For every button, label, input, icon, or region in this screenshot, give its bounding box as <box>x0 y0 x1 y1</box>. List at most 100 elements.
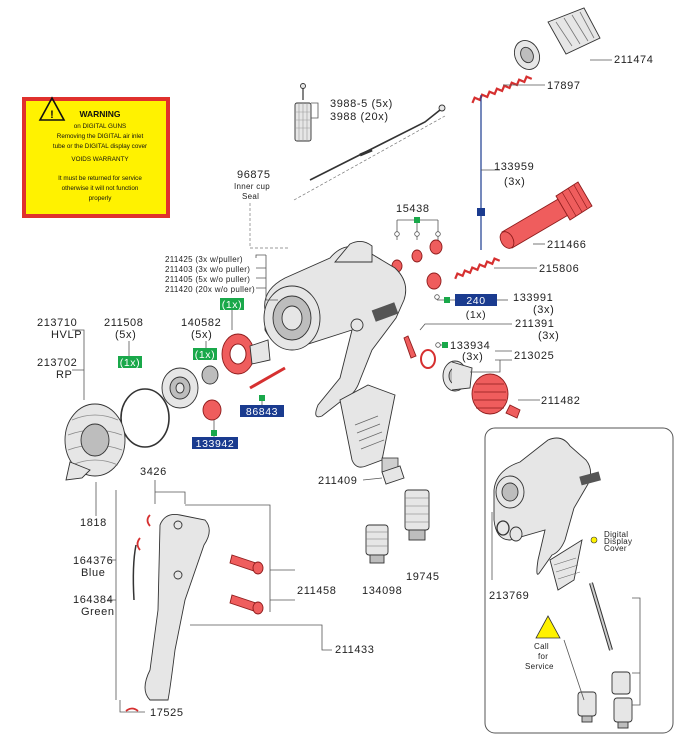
badge-211508-1x: (1x) <box>118 356 142 369</box>
label-211405: 211405 (5x w/o puller) <box>165 275 250 284</box>
label-164384: 164384 <box>73 594 113 606</box>
label-211409: 211409 <box>318 475 358 487</box>
label-133991-qty: (3x) <box>533 304 554 316</box>
label-211474: 211474 <box>614 54 654 66</box>
part-17897-spring <box>471 75 533 104</box>
badge-86843: 86843 <box>240 405 284 418</box>
label-19745: 19745 <box>406 571 440 583</box>
label-164384-green: Green <box>81 606 115 618</box>
warning-line-6: otherwise it will not function <box>62 185 139 192</box>
label-211508: 211508 <box>104 317 144 329</box>
warning-title: WARNING <box>79 109 120 119</box>
part-211474-adjustment-knob <box>513 7 601 70</box>
label-213710-hvlp: HVLP <box>51 329 82 341</box>
label-211420: 211420 (20x w/o puller) <box>165 285 255 294</box>
badge-133942: 133942 <box>192 437 238 450</box>
label-digital-cover-2: Display <box>604 537 632 546</box>
label-133934-qty: (3x) <box>462 351 483 363</box>
part-aircap <box>120 367 199 448</box>
label-211508-qty: (5x) <box>115 329 136 341</box>
badge-86843-text: 86843 <box>246 406 278 418</box>
label-133991: 133991 <box>513 292 553 304</box>
label-134098: 134098 <box>362 585 402 597</box>
warning-line-3: tube or the DIGITAL display cover <box>53 143 147 150</box>
badge-211508-1x-text: (1x) <box>120 357 140 369</box>
label-96875: 96875 <box>237 169 271 181</box>
part-valve-seal <box>426 272 442 290</box>
label-211433: 211433 <box>335 644 375 656</box>
label-96875-seal: Seal <box>242 192 259 201</box>
label-133959: 133959 <box>494 161 534 173</box>
part-15438-seals <box>391 239 443 273</box>
badge-airhead-1x: (1x) <box>220 298 244 311</box>
label-213710: 213710 <box>37 317 77 329</box>
label-164376-blue: Blue <box>81 567 105 579</box>
label-133934: 133934 <box>450 340 490 352</box>
label-215806: 215806 <box>539 263 579 275</box>
part-211458-pins <box>229 554 264 615</box>
label-211391-qty: (3x) <box>538 330 559 342</box>
part-133942-seal <box>202 399 222 421</box>
part-spray-gun-body <box>263 241 407 473</box>
warning-line-7: properly <box>89 195 113 202</box>
label-service: Service <box>525 662 554 671</box>
warning-triangle-icon <box>38 96 66 121</box>
part-211482-air-adjust-knob <box>471 373 521 419</box>
label-96875-inner-cup: Inner cup <box>234 182 270 191</box>
label-for: for <box>538 652 548 661</box>
label-3988: 3988 (20x) <box>330 111 389 123</box>
warning-line-1: on DIGITAL GUNS <box>74 123 127 130</box>
badge-140582-1x: (1x) <box>193 348 217 361</box>
label-17525: 17525 <box>150 707 184 719</box>
label-211466: 211466 <box>547 239 587 251</box>
label-213702-rp: RP <box>56 369 72 381</box>
label-164376: 164376 <box>73 555 113 567</box>
label-15438: 15438 <box>396 203 430 215</box>
label-211458: 211458 <box>297 585 337 597</box>
connector-marker-133959 <box>477 208 485 216</box>
label-211403: 211403 (3x w/o puller) <box>165 265 250 274</box>
badge-140582-1x-text: (1x) <box>195 349 215 361</box>
part-134098-fitting <box>365 524 389 564</box>
part-17525-clip <box>125 707 139 712</box>
part-3988-filter <box>294 83 312 142</box>
warning-line-5: It must be returned for service <box>58 175 142 182</box>
badge-133942-text: 133942 <box>196 438 235 450</box>
label-211391: 211391 <box>515 318 555 330</box>
part-nozzle-assembly <box>201 333 286 390</box>
label-211425: 211425 (3x w/puller) <box>165 255 243 264</box>
label-213025: 213025 <box>514 350 554 362</box>
label-140582-qty: (5x) <box>191 329 212 341</box>
digital-gun-inset <box>484 427 674 734</box>
warning-line-2: Removing the DIGITAL air inlet <box>57 133 144 140</box>
label-3426: 3426 <box>140 466 167 478</box>
part-215806-spring <box>454 257 501 280</box>
badge-240: 240 (1x) <box>455 294 497 321</box>
part-213025-air-valve <box>442 360 473 392</box>
green-marker-15438 <box>414 217 420 223</box>
label-1818: 1818 <box>80 517 107 529</box>
label-213702: 213702 <box>37 357 77 369</box>
label-140582: 140582 <box>181 317 221 329</box>
label-3988-5: 3988-5 (5x) <box>330 98 393 110</box>
part-211433-trigger <box>132 514 210 701</box>
service-warning-triangle-icon <box>535 615 561 639</box>
warning-exclamation-icon: ! <box>50 109 54 121</box>
warning-notice: ! WARNING on DIGITAL GUNS Removing the D… <box>22 96 170 218</box>
label-digital-cover-3: Cover <box>604 544 627 553</box>
badge-240-qty: (1x) <box>466 309 486 321</box>
label-211482: 211482 <box>541 395 581 407</box>
part-aircap-ring <box>120 388 170 448</box>
part-211391-pin <box>403 335 417 359</box>
part-211409-clip <box>381 465 405 485</box>
label-digital-cover-1: Digital <box>604 530 628 539</box>
label-133959-qty: (3x) <box>504 176 525 188</box>
label-call: Call <box>534 642 549 651</box>
label-17897: 17897 <box>547 80 581 92</box>
label-213769: 213769 <box>489 590 529 602</box>
badge-240-text: 240 <box>466 295 485 307</box>
badge-airhead-1x-text: (1x) <box>222 299 242 311</box>
part-fluid-needle <box>309 104 446 181</box>
part-133934-oring <box>420 349 436 369</box>
